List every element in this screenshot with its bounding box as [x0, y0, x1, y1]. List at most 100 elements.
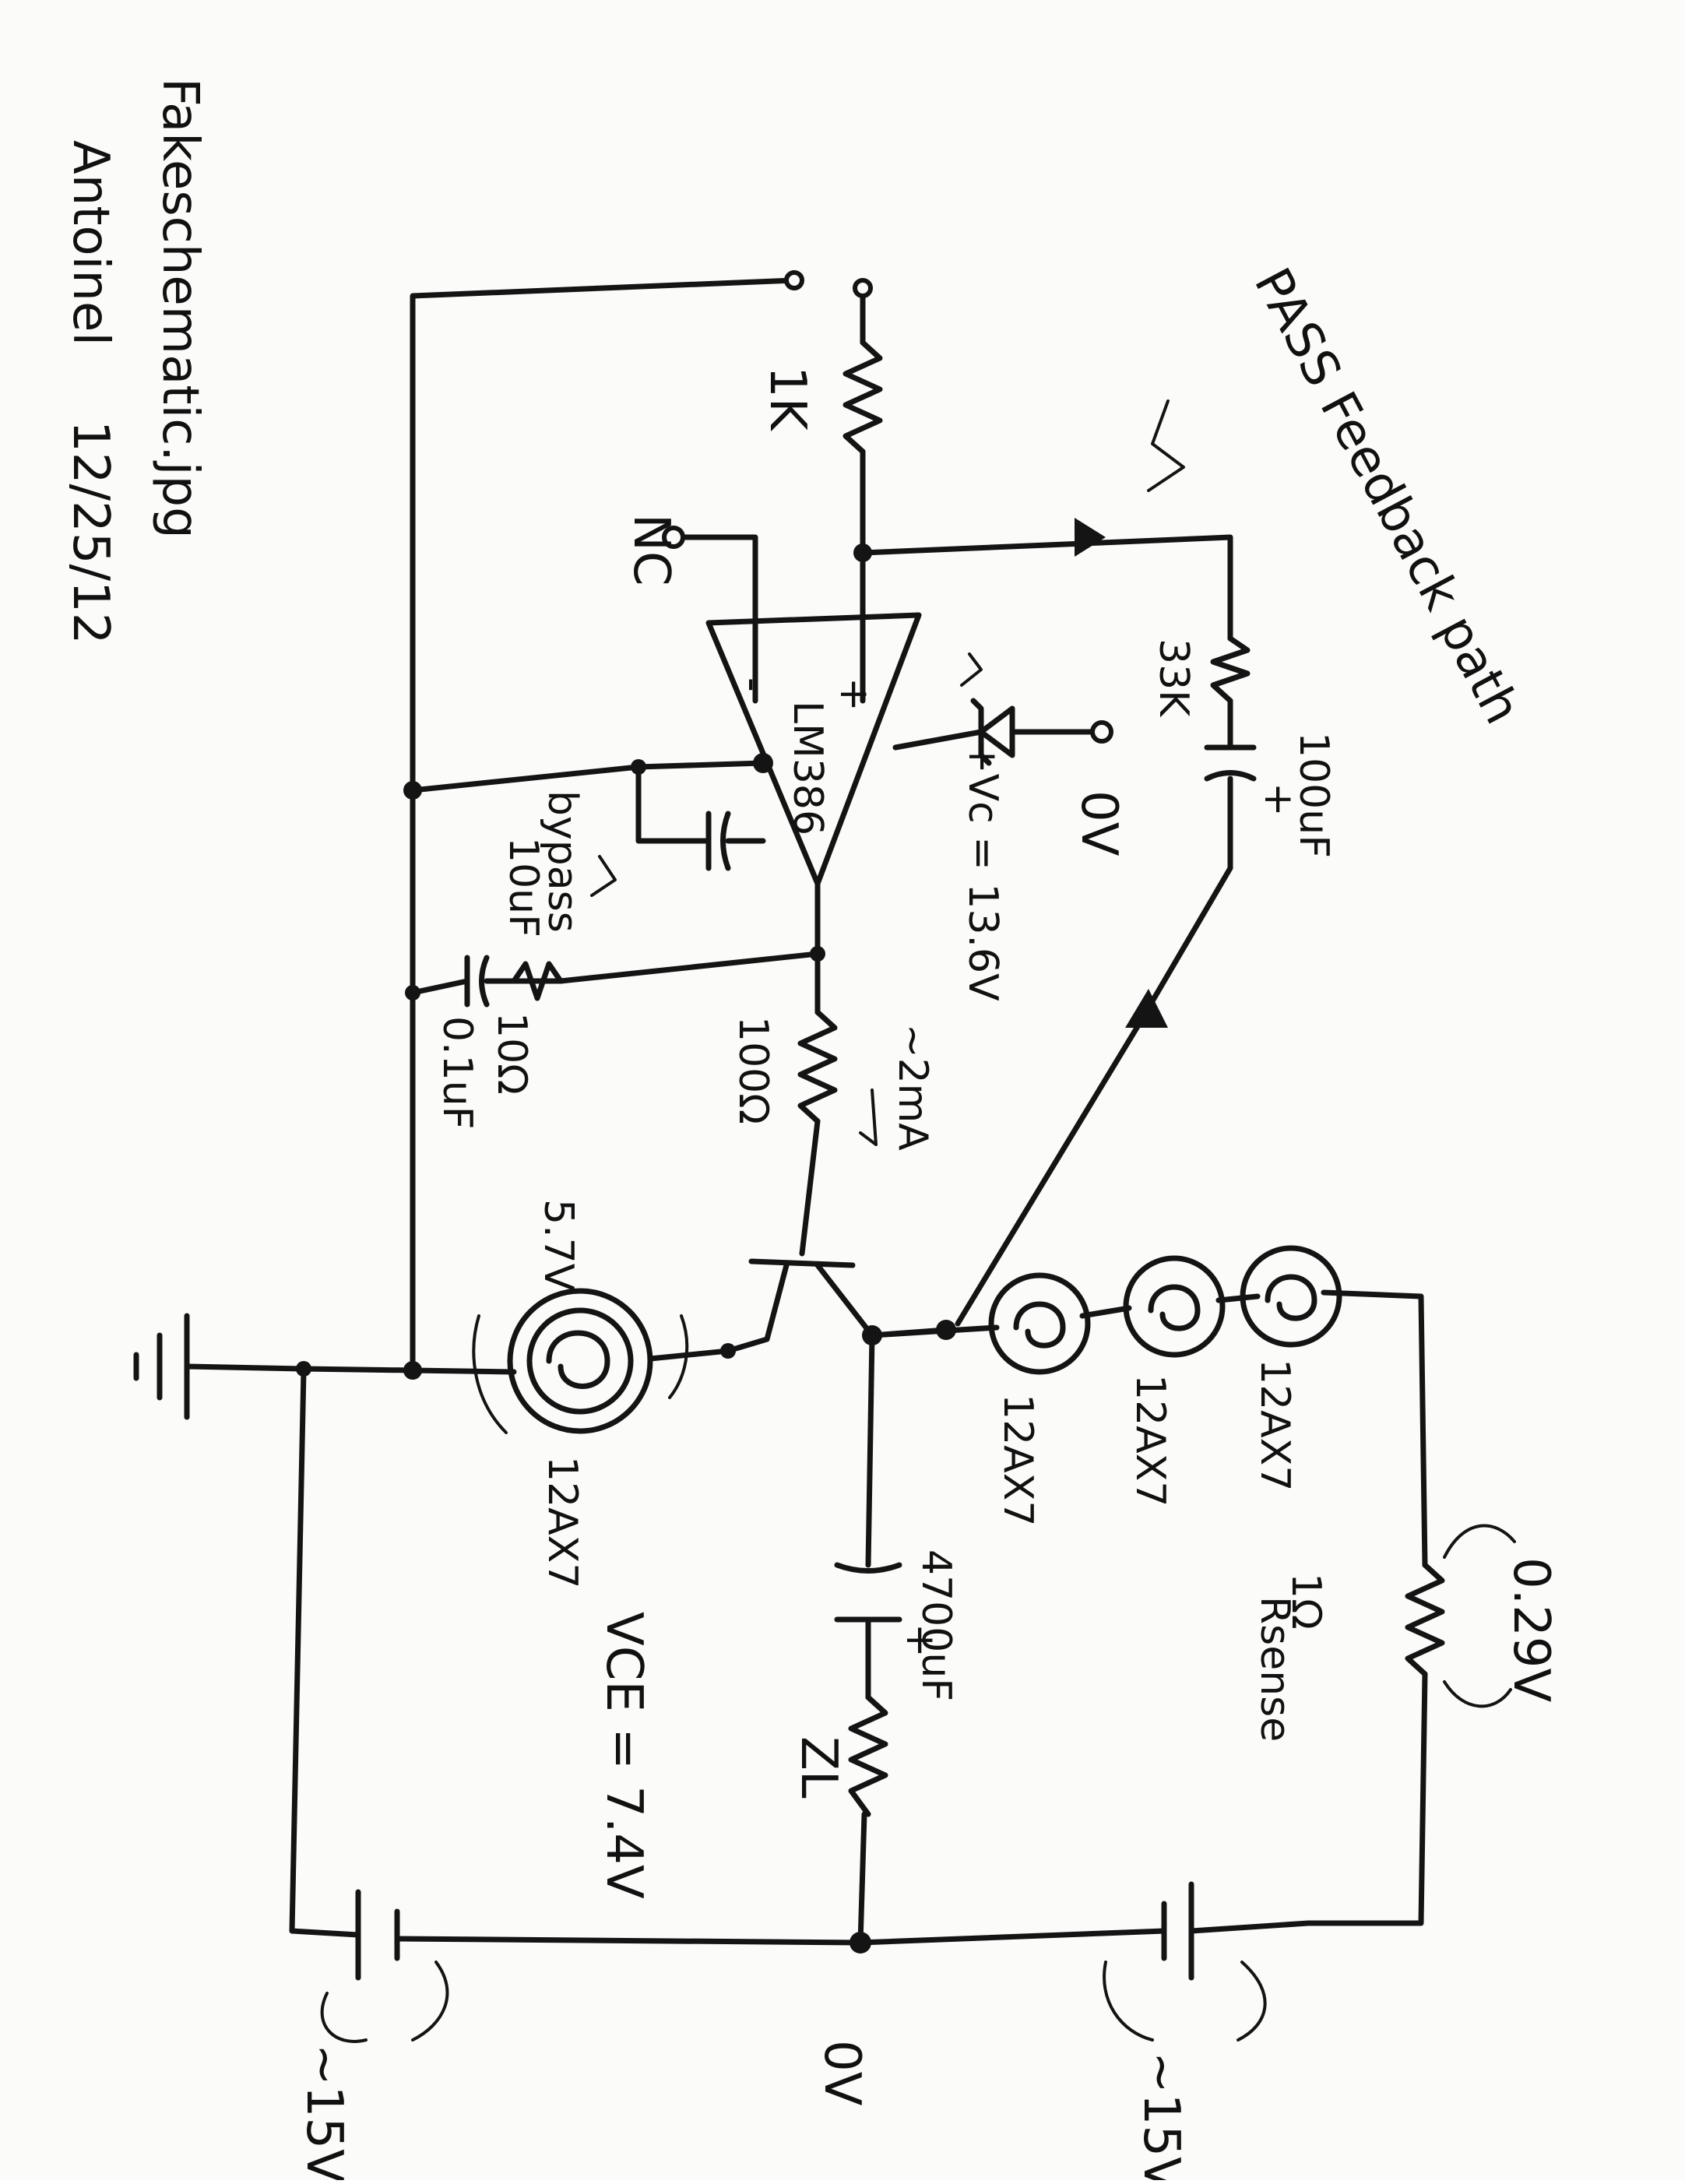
resistor-1k	[842, 339, 883, 455]
label-nc: NC	[622, 514, 680, 586]
current-arrow	[859, 1088, 878, 1146]
bulb-collector-3	[1240, 1245, 1342, 1348]
wire-collector-rail	[869, 1324, 1000, 1338]
wire-diode-to-opamp	[892, 729, 984, 751]
resistor-sense	[1405, 1562, 1445, 1677]
label-100uf-plus: +	[1255, 783, 1302, 817]
label-100uf: 100uF	[1290, 732, 1337, 858]
label-tube-2: 12AX7	[1127, 1374, 1173, 1507]
cap-zobel-plate-b	[479, 955, 490, 1008]
label-feedback-path: PASS Feedback path	[1243, 259, 1532, 733]
nc-terminal	[662, 526, 685, 549]
wire-nc	[670, 534, 758, 704]
wire-top-left-rail	[410, 277, 797, 1370]
node-ground-left	[296, 1361, 311, 1377]
bulb-collector-2	[1123, 1255, 1226, 1358]
ground-symbol	[133, 1313, 190, 1420]
wire-feedback-top	[860, 534, 1233, 642]
opamp-minus-pin: -	[730, 677, 776, 692]
node-ground-bus	[403, 1361, 422, 1380]
wire-bulbs-series-2	[1215, 1293, 1261, 1303]
wire-out-cap	[865, 1332, 875, 1568]
node-plus-input	[853, 543, 872, 562]
feedback-arrow-top	[1075, 518, 1106, 557]
label-4700uf: 4700uF	[913, 1549, 959, 1701]
junctions	[296, 270, 1113, 1954]
label-rsense-value: 1Ω	[1282, 1573, 1329, 1630]
wire-bulb-to-emitter	[647, 1348, 731, 1362]
resistor-10-ohm	[511, 961, 564, 1001]
label-bypass-name: bypass	[539, 790, 586, 933]
zener-diode	[978, 705, 1015, 758]
label-100-ohm: 100Ω	[730, 1016, 776, 1124]
node-feedback-tap	[936, 1320, 956, 1340]
cap-4700uf-plate-a	[834, 1562, 902, 1574]
transistor-base-bar	[748, 1258, 856, 1268]
node-opamp-out	[810, 946, 825, 962]
label-0v-top: 0V	[1070, 790, 1127, 856]
label-0v-bottom: 0V	[813, 2040, 871, 2106]
transistor-collector	[814, 1262, 949, 1338]
label-bypass-value: 10uF	[500, 837, 547, 937]
opamp-plus-pin: +	[831, 677, 878, 712]
label-date: 12/25/12	[62, 420, 119, 644]
battery-left	[320, 1889, 449, 2043]
opamp-lm386	[705, 612, 922, 887]
label-vce: VCE = 7.4V	[595, 1612, 653, 1899]
wire-ground-bus	[184, 1363, 517, 1375]
zero-v-top-terminal	[1090, 720, 1113, 744]
transistor-emitter	[725, 1262, 790, 1354]
wire-bottom-mid	[394, 1928, 1167, 1946]
wire-bottom-rail	[289, 1367, 361, 1938]
node-zobel-left	[405, 985, 420, 1001]
label-bulb-voltage: 5.7V	[535, 1199, 582, 1292]
label-load: ZL	[790, 1736, 847, 1799]
label-base-current: ~2mA	[889, 1024, 936, 1151]
bypass-pointer	[590, 855, 617, 897]
label-author: Antoinel	[62, 140, 119, 346]
battery-right	[1103, 1881, 1267, 2042]
label-33k: 33K	[1150, 638, 1197, 718]
node-bypass	[631, 759, 646, 775]
wire-zobel-cap-left	[410, 978, 470, 996]
feedback-arrow-mid	[1125, 989, 1168, 1028]
node-0v-bottom	[850, 1932, 871, 1954]
cap-100uf-plate-b	[1204, 770, 1257, 782]
sense-arc-bottom	[1443, 1680, 1512, 1708]
cap-bypass-plate-b	[720, 811, 731, 871]
label-rsense-name: Rsense	[1251, 1596, 1298, 1742]
node-collector	[862, 1325, 882, 1345]
input-terminal-left	[784, 270, 804, 290]
wire-bulbs-series	[1079, 1305, 1132, 1319]
label-supply-left: ~15V	[295, 2044, 353, 2180]
wire-base-drop	[799, 1118, 821, 1257]
bulb-collector-1	[988, 1272, 1091, 1375]
label-10-ohm: 10Ω	[488, 1012, 535, 1095]
wire-load-to-0v	[857, 1811, 867, 1946]
node-emitter	[720, 1343, 736, 1359]
wire-to-rsense	[1321, 1289, 1428, 1568]
resistor-100-ohm	[797, 1009, 838, 1124]
wire-rsense-down	[1188, 1671, 1428, 1934]
zener-bar	[970, 698, 992, 766]
label-title: Fakeschematic.jpg	[151, 78, 209, 539]
bulb-emitter	[472, 1288, 689, 1434]
label-vcc: +Vc = 13.6V	[959, 740, 1006, 1001]
label-sense-voltage: 0.29V	[1502, 1557, 1560, 1703]
label-0-1uf: 0.1uF	[434, 1016, 480, 1130]
wire-bypass	[635, 764, 712, 844]
label-1k: 1K	[758, 366, 816, 432]
feedback-pointer	[1147, 399, 1185, 492]
input-terminal-right	[853, 278, 873, 298]
sense-arc-top	[1443, 1524, 1516, 1559]
label-tube-emitter: 12AX7	[539, 1456, 586, 1588]
wire-opamp-gnd	[410, 760, 766, 793]
node-left-bus-top	[403, 781, 422, 800]
wire-100uf-down	[955, 775, 1233, 1327]
resistor-load	[848, 1694, 888, 1817]
opamp-part-label: LM386	[784, 701, 831, 835]
label-tube-1: 12AX7	[994, 1394, 1041, 1526]
label-4700uf-plus: +	[897, 1623, 944, 1658]
